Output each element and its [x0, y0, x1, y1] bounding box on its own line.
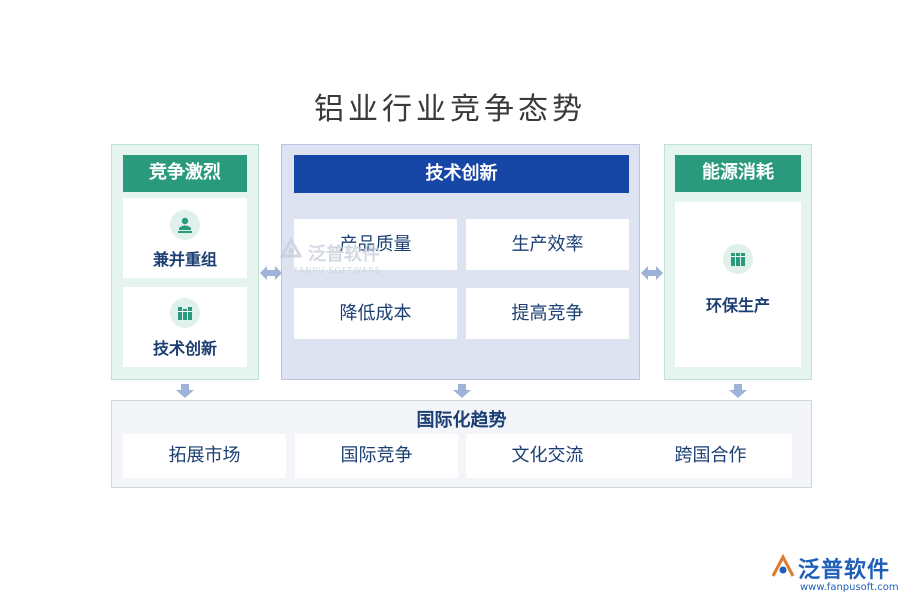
watermark-text: 泛普软件	[308, 244, 380, 265]
center-right-arrow-icon	[641, 266, 663, 280]
person-stamp-icon	[170, 210, 200, 240]
left-down-arrow-icon	[176, 384, 194, 398]
bottom-cell: 跨国合作	[629, 434, 792, 478]
brand-name: 泛普软件	[798, 558, 891, 583]
center-cell: 提高竞争	[466, 288, 629, 339]
brand-logo-icon	[771, 554, 795, 577]
watermark-subtext: FANPU SOFTWARE	[294, 266, 381, 275]
left-card-label: 技术创新	[152, 339, 217, 358]
bottom-cell: 国际竞争	[295, 434, 458, 478]
left-center-arrow-icon	[260, 266, 282, 280]
left-card-label: 兼并重组	[152, 250, 217, 269]
center-cell: 生产效率	[466, 219, 629, 270]
right-card-eco: 环保生产	[675, 202, 801, 367]
left-card-merger: 兼并重组	[123, 198, 247, 278]
right-card-label: 环保生产	[705, 296, 770, 315]
right-panel-header: 能源消耗	[675, 155, 801, 192]
left-card-tech: 技术创新	[123, 287, 247, 367]
brand-url: www.fanpusoft.com	[800, 582, 899, 593]
center-cell: 降低成本	[294, 288, 457, 339]
bottom-cell: 文化交流	[466, 434, 629, 478]
watermark-logo-icon	[279, 236, 303, 258]
right-down-arrow-icon	[729, 384, 747, 398]
left-panel-header: 竞争激烈	[123, 155, 247, 192]
center-panel-header: 技术创新	[294, 155, 629, 193]
center-cell: 产品质量	[294, 219, 457, 270]
books-icon	[170, 298, 200, 328]
bottom-cell: 拓展市场	[123, 434, 286, 478]
center-down-arrow-icon	[453, 384, 471, 398]
brand-logo: 泛普软件 www.fanpusoft.com	[770, 552, 899, 596]
watermark: 泛普软件 FANPU SOFTWARE	[276, 234, 396, 284]
books-icon	[723, 244, 753, 274]
page-title: 铝业行业竞争态势	[314, 92, 586, 127]
bottom-panel-title: 国际化趋势	[416, 410, 507, 431]
